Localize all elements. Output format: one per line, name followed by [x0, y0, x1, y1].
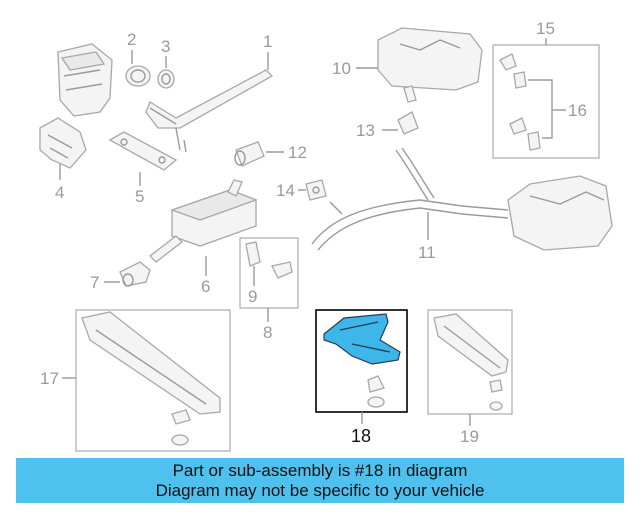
callout-11: 11: [418, 243, 436, 262]
part-5-gasket: [108, 131, 178, 171]
part-3-gasket: [157, 69, 175, 89]
part-1-front-pipe: [145, 69, 274, 153]
callout-9: 9: [248, 287, 257, 306]
callout-5: 5: [135, 187, 144, 206]
callout-4: 4: [55, 183, 64, 202]
callout-18[interactable]: 18: [351, 426, 371, 446]
banner-line-1: Part or sub-assembly is #18 in diagram: [172, 460, 468, 480]
part-4-bracket: [39, 117, 87, 169]
callout-17: 17: [40, 369, 59, 388]
callout-2: 2: [127, 30, 136, 49]
callout-15: 15: [536, 19, 555, 38]
part-catalytic-converter: [57, 43, 113, 117]
info-banner: Part or sub-assembly is #18 in diagram D…: [16, 458, 624, 503]
callout-7: 7: [90, 273, 99, 292]
group-box-18[interactable]: [315, 309, 408, 413]
callout-6: 6: [201, 277, 210, 296]
group-box-8: [239, 237, 299, 309]
callout-19: 19: [460, 427, 479, 446]
callout-3: 3: [161, 37, 170, 56]
callout-16: 16: [568, 101, 587, 120]
part-18-heat-shield[interactable]: [323, 313, 401, 365]
group-box-19: [427, 309, 513, 415]
callout-1: 1: [263, 32, 272, 51]
part-2-clamp: [125, 65, 151, 87]
banner-line-2: Diagram may not be specific to your vehi…: [155, 480, 485, 500]
part-14-hanger: [305, 179, 327, 201]
exhaust-parts-diagram: 1 2 3 4 5 6 7 8 9 10 11 12 13 14 15 16 1…: [39, 19, 613, 452]
callout-10: 10: [332, 59, 351, 78]
callout-13: 13: [356, 121, 375, 140]
callout-8: 8: [263, 323, 272, 342]
part-7-connector: [119, 261, 151, 287]
part-10-rear-muffler: [377, 27, 483, 103]
group-box-17: [75, 309, 231, 452]
part-6-middle-muffler: [149, 179, 258, 263]
leader-lines: [59, 38, 547, 426]
part-12-sleeve: [234, 141, 265, 167]
part-11-rear-pipe: [311, 147, 509, 251]
part-13-sleeve: [397, 111, 419, 135]
callout-12: 12: [288, 143, 307, 162]
callout-14: 14: [276, 181, 295, 200]
part-rear-muffler-right: [507, 175, 613, 251]
